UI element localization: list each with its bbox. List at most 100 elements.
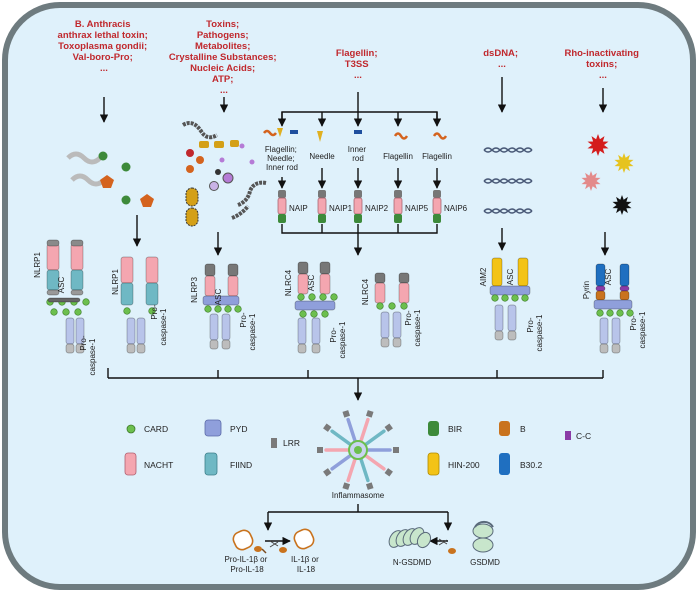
label-procasp-c-2: caspase-1 [248, 313, 257, 350]
procasp-g [611, 317, 621, 345]
caspase-tail [611, 343, 621, 354]
label-procasp-f-1: Pro- [526, 317, 535, 332]
legend-b-label: B [520, 424, 526, 434]
label-procasp-f-2: caspase-1 [535, 314, 544, 351]
naip-label-0: NAIP [289, 204, 308, 213]
label-procasp-e-1: Pro- [404, 310, 413, 325]
procasp-b [136, 317, 146, 345]
legend-bir-swatch [428, 421, 439, 436]
caspase-tail [392, 337, 402, 348]
nlrp3-lrr [204, 263, 216, 277]
ligand-arrows [277, 168, 442, 189]
naip-receptors [277, 190, 442, 223]
label-aim2: AIM2 [479, 267, 488, 286]
mature-il-icon [279, 528, 315, 553]
nlrp1-lrr [46, 289, 60, 296]
procasp-e [380, 311, 390, 339]
nlrp1b-nacht [120, 256, 134, 284]
card-domain [330, 293, 338, 301]
naip-nacht [393, 197, 403, 215]
caspase-tail [136, 343, 146, 354]
caspase-tail [507, 330, 517, 341]
label-asc-g: ASC [604, 269, 613, 286]
procasp-g [599, 317, 609, 345]
legend-nacht-swatch [124, 452, 137, 476]
asc-pyd-d [294, 300, 336, 311]
procasp-d [311, 317, 321, 345]
nlrp1-nacht [46, 243, 60, 271]
wheel-lrr [342, 410, 351, 418]
card-domain [321, 310, 329, 318]
label-pyrin: Pyrin [582, 281, 591, 299]
aim2-hin200 [517, 257, 529, 287]
card-domain [148, 307, 156, 315]
legend-b302-label: B30.2 [520, 460, 542, 470]
card-domain [491, 294, 499, 302]
card-domain [511, 294, 519, 302]
nlrc4b-nacht [398, 282, 410, 304]
rho-toxin-stars [581, 134, 634, 215]
convergence-bracket [107, 368, 604, 401]
naip-lrr [433, 190, 441, 198]
card-domain [297, 293, 305, 301]
label-procasp-a-1: Pro- [79, 335, 88, 350]
nlrc4-lrr [319, 261, 331, 275]
card-domain [606, 309, 614, 317]
caspase-tail [209, 339, 219, 350]
label-procasp-g-1: Pro- [629, 315, 638, 330]
legend-lrr-label: LRR [283, 438, 300, 448]
procasp-d [297, 317, 307, 345]
label-nlrc4-b: NLRC4 [361, 278, 370, 305]
label-procasp-d-1: Pro- [329, 327, 338, 342]
pyrin-cc [619, 285, 630, 292]
label-asc-d: ASC [307, 275, 316, 292]
naip-label-1: NAIP1 [329, 204, 353, 213]
nlrp1-cap [46, 239, 60, 247]
naip-lrr [278, 190, 286, 198]
naip-lrr [354, 190, 362, 198]
stimulus-arrows [99, 77, 608, 127]
inflammasome-wheel-icon [317, 410, 399, 490]
card-domain [319, 293, 327, 301]
caspase-tail [65, 343, 75, 354]
label-procasp-g-2: caspase-1 [638, 311, 647, 348]
nlrp1-fiind [70, 269, 84, 291]
caspase-tail [297, 343, 307, 354]
nlrp1b-nacht [145, 256, 159, 284]
naip-bir [433, 214, 441, 223]
label-procasp-a-2: caspase-1 [88, 338, 97, 375]
naip-label-2: NAIP2 [365, 204, 389, 213]
procasp-a [65, 317, 75, 345]
caspase-tail [75, 343, 85, 354]
naip-label-4: NAIP6 [444, 204, 468, 213]
wheel-lrr [393, 447, 399, 453]
legend-hin200-swatch [427, 452, 440, 476]
ligand-flagellin-b: Flagellin [422, 152, 452, 161]
caspase-tail [494, 330, 504, 341]
legend-fiind-label: FIIND [230, 460, 252, 470]
label-asc-f: ASC [506, 269, 515, 286]
label-asc-c: ASC [214, 289, 223, 306]
naip-bracket [281, 224, 438, 234]
card-domain [388, 302, 396, 310]
nlrp1-lrr [70, 289, 84, 296]
ligand-flagellin-a: Flagellin [383, 152, 413, 161]
dsdna-strands [483, 147, 533, 214]
caspase-tail [599, 343, 609, 354]
nlrc4b-lrr [374, 272, 386, 284]
card-domain [234, 305, 242, 313]
scissors-icon-a [269, 540, 279, 548]
naip-lrr [318, 190, 326, 198]
scissors-icon-b [438, 538, 448, 546]
pyrin-b-box [619, 290, 630, 301]
label-procasp-b-1: Pro- [150, 304, 159, 319]
n-gsdmd-pore-icon [388, 527, 432, 549]
n-gsdmd-label: N-GSDMD [393, 558, 431, 567]
ligand-needle: Needle [309, 152, 335, 161]
wheel-lrr [384, 468, 393, 477]
legend-b302-swatch [499, 453, 510, 475]
pyrin-cc [595, 285, 606, 292]
legend-nacht-label: NACHT [144, 460, 173, 470]
